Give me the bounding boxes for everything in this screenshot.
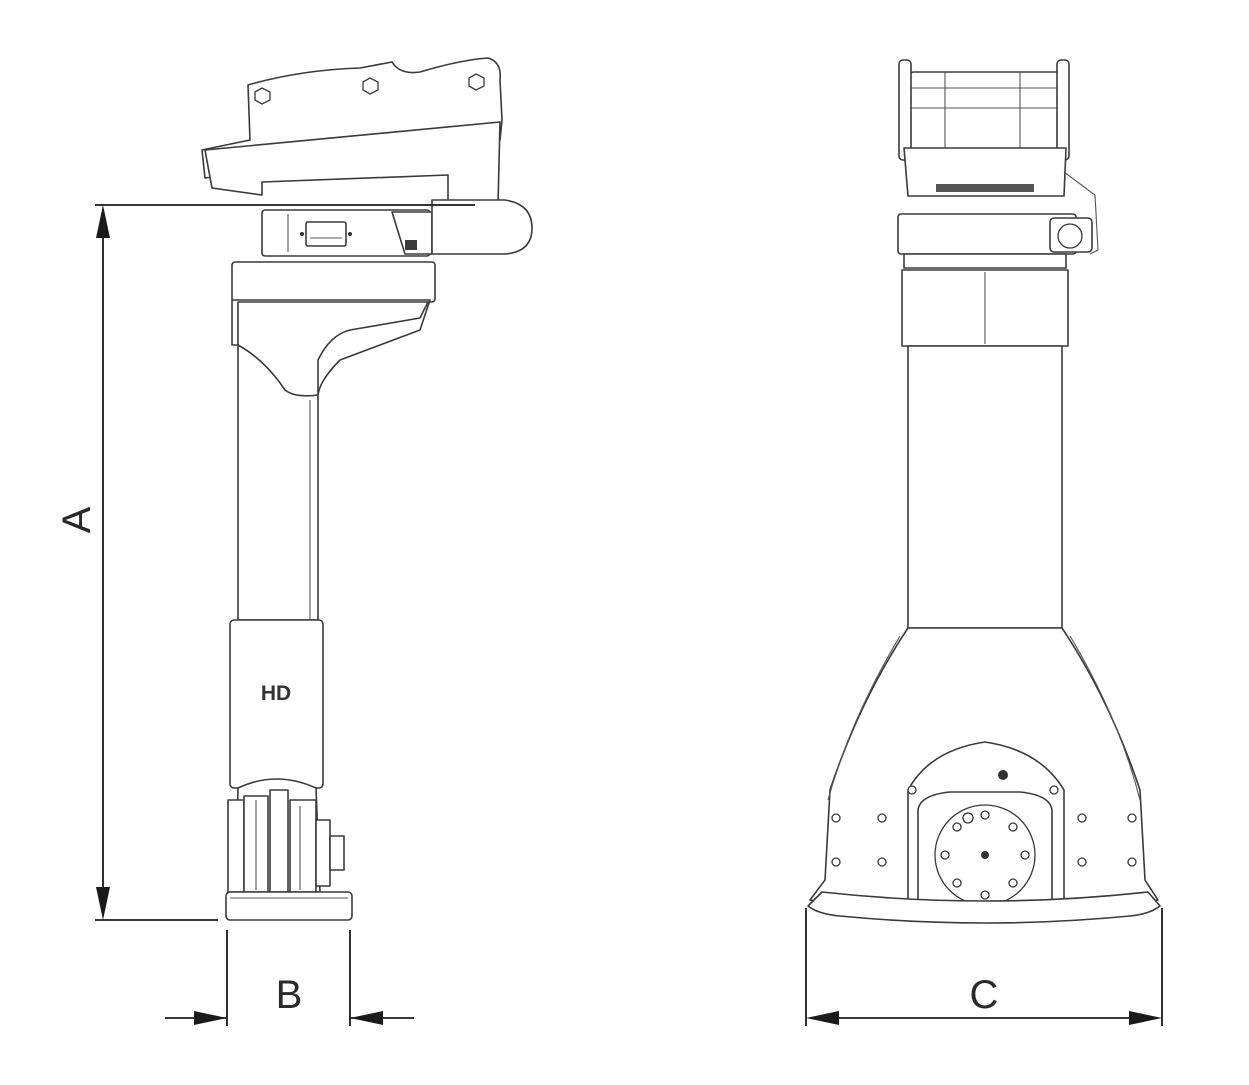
column [901, 269, 1069, 629]
dimension-label-a: A [55, 506, 99, 533]
side-view: HD [201, 57, 533, 921]
bracket-bolt [468, 73, 485, 91]
dimension-a: A [55, 204, 475, 921]
dimension-arrow [350, 1011, 383, 1025]
bracket-bolt [254, 87, 271, 105]
dimension-label-c: C [970, 973, 999, 1017]
dimension-arrow [1129, 1011, 1162, 1025]
dimension-arrow [96, 205, 110, 238]
flared-body [807, 627, 1161, 924]
hd-marking: HD [261, 682, 291, 705]
lower-mechanism [225, 778, 353, 921]
dimension-c: C [805, 908, 1163, 1026]
quick-coupler-bracket [201, 57, 503, 206]
dimension-arrow [194, 1011, 227, 1025]
hd-sleeve: HD [229, 619, 324, 789]
boom-body [231, 299, 431, 621]
dimension-label-b: B [276, 973, 303, 1017]
top-hanger [898, 59, 1099, 255]
dimension-b: B [165, 930, 414, 1026]
front-view [807, 59, 1161, 924]
rotator-ring [897, 213, 1093, 269]
dimension-arrow [96, 887, 110, 920]
bracket-bolt [362, 77, 379, 95]
rotator-head [231, 199, 533, 303]
dimension-arrow [806, 1011, 839, 1025]
